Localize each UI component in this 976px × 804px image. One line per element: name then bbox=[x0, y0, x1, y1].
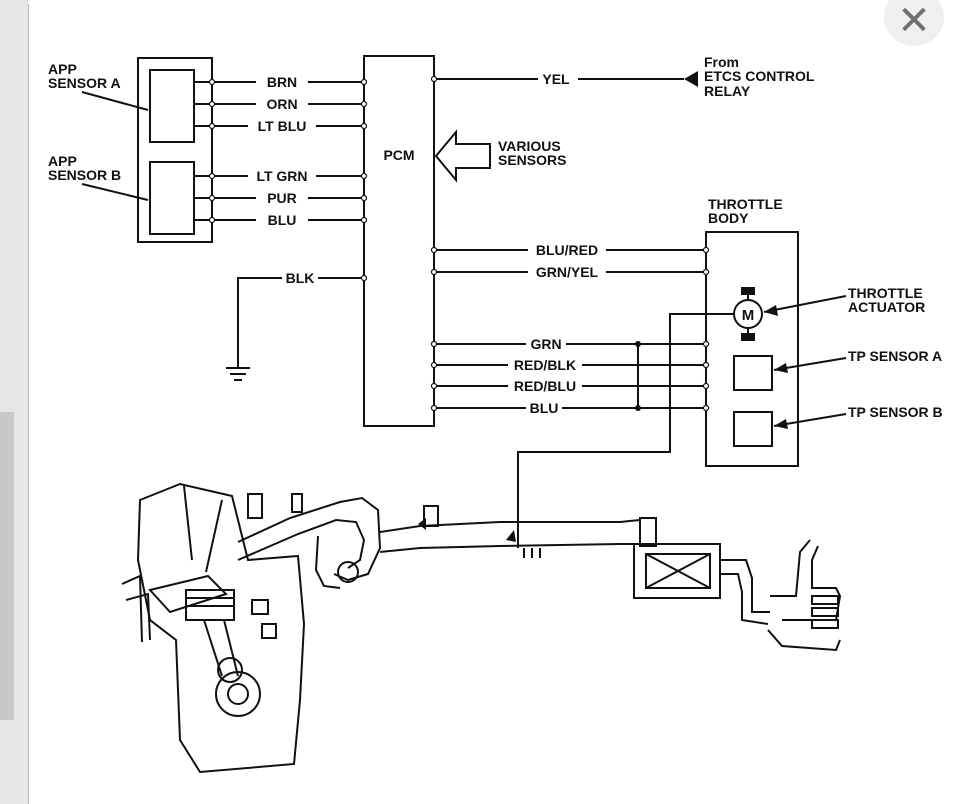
actuator-leader bbox=[763, 295, 847, 313]
wire-lt-blu: LT BLU bbox=[258, 118, 307, 134]
from-etcs-label-2: ETCS CONTROL bbox=[704, 68, 815, 84]
engine-illustration bbox=[121, 482, 842, 774]
wire-pur: PUR bbox=[267, 190, 297, 206]
ground-wire-2 bbox=[237, 277, 282, 368]
app-sensor-b-label-1: APP bbox=[48, 153, 77, 169]
from-etcs-label-1: From bbox=[704, 54, 739, 70]
throttle-body-box bbox=[705, 231, 799, 467]
app-sensor-b-leader bbox=[81, 183, 149, 201]
wire-red-blu: RED/BLU bbox=[514, 378, 576, 394]
from-etcs-label-3: RELAY bbox=[704, 83, 751, 99]
wire-blk: BLK bbox=[286, 270, 315, 286]
wire-grn: GRN bbox=[530, 336, 561, 352]
ground-symbol bbox=[226, 367, 250, 381]
tp-sensor-a-label: TP SENSOR A bbox=[848, 348, 942, 364]
wire-lt-grn: LT GRN bbox=[256, 168, 307, 184]
app-sensor-a-leader bbox=[81, 91, 149, 111]
throttle-actuator-label-1: THROTTLE bbox=[848, 285, 923, 301]
various-sensors-label-1: VARIOUS bbox=[498, 138, 561, 154]
wire-blu-app: BLU bbox=[268, 212, 297, 228]
wire-blu-red: BLU/RED bbox=[536, 242, 598, 258]
close-icon: ✕ bbox=[897, 0, 931, 43]
wire-grn-yel: GRN/YEL bbox=[536, 264, 599, 280]
wire-yel: YEL bbox=[542, 71, 570, 87]
splice-dot bbox=[635, 341, 641, 347]
motor-symbol: M bbox=[742, 307, 755, 324]
app-sensor-b-label-2: SENSOR B bbox=[48, 167, 121, 183]
wire-blu-tb: BLU bbox=[530, 400, 559, 416]
throttle-body-label-2: BODY bbox=[708, 210, 749, 226]
tp-sensor-b-label: TP SENSOR B bbox=[848, 404, 943, 420]
viewer-left-edge bbox=[0, 0, 29, 804]
tp-sensor-b-box bbox=[733, 411, 773, 447]
various-sensors-arrow bbox=[434, 129, 491, 183]
app-wires bbox=[194, 81, 364, 221]
app-sensor-a-label-1: APP bbox=[48, 61, 77, 77]
app-sensor-a-box bbox=[149, 69, 195, 143]
app-sensor-b-box bbox=[149, 161, 195, 235]
various-sensors-label-2: SENSORS bbox=[498, 152, 566, 168]
actuator-arrowhead bbox=[764, 305, 778, 316]
tp-a-arrowhead bbox=[774, 363, 788, 373]
app-sensor-housing bbox=[137, 57, 213, 243]
actuator-harness bbox=[517, 313, 734, 548]
pcm-box bbox=[363, 55, 435, 427]
close-button[interactable]: ✕ bbox=[884, 0, 944, 46]
throttle-wires bbox=[434, 249, 706, 410]
wire-brn: BRN bbox=[267, 74, 297, 90]
viewer-top-edge bbox=[28, 0, 976, 4]
tp-sensor-a-box bbox=[733, 355, 773, 391]
etcs-arrowhead bbox=[684, 71, 698, 87]
app-sensor-a-label-2: SENSOR A bbox=[48, 75, 121, 91]
wire-red-blk: RED/BLK bbox=[514, 357, 576, 373]
wire-orn: ORN bbox=[266, 96, 297, 112]
tp-b-arrowhead bbox=[774, 419, 788, 429]
pcm-label: PCM bbox=[383, 147, 414, 163]
throttle-actuator-label-2: ACTUATOR bbox=[848, 299, 925, 315]
throttle-body-label-1: THROTTLE bbox=[708, 196, 783, 212]
scrollbar-thumb[interactable] bbox=[0, 412, 14, 720]
